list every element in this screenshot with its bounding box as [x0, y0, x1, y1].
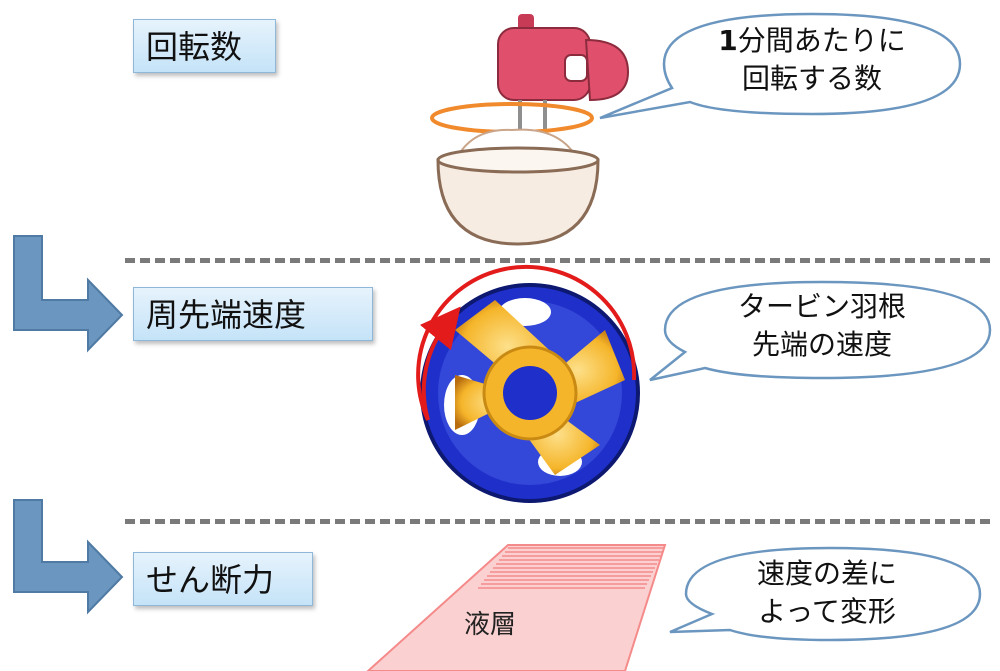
section-divider [125, 519, 990, 524]
bubble-line-1: 分間あたりに [737, 24, 906, 57]
mixing-bowl-icon [436, 128, 600, 246]
label-shear-force: せん断力 [133, 552, 313, 606]
liquid-layer-label: 液層 [463, 610, 516, 640]
down-right-arrow-icon [13, 499, 124, 615]
bubble-shear-force: 速度の差に よって変形 [722, 555, 932, 631]
bubble-line-2: よって変形 [758, 595, 896, 628]
bubble-line-1: タービン羽根 [737, 290, 906, 323]
bubble-line-2: 回転する数 [741, 62, 882, 95]
section-divider [125, 258, 990, 263]
down-right-arrow-icon [13, 235, 124, 353]
turbine-impeller-icon [416, 264, 640, 503]
hand-mixer-icon [497, 14, 630, 148]
bubble-number: 1 [718, 24, 738, 57]
liquid-layer-icon [366, 544, 667, 671]
bubble-rotation-speed: 1分間あたりに 回転する数 [692, 22, 932, 98]
bubble-tip-speed: タービン羽根 先端の速度 [692, 288, 952, 364]
speech-bubble [669, 546, 982, 642]
bubble-line-1: 速度の差に [756, 557, 897, 590]
bubble-line-2: 先端の速度 [751, 328, 892, 361]
label-tip-speed: 周先端速度 [133, 287, 373, 341]
rotation-arrow-icon [430, 102, 594, 134]
speech-bubble [649, 280, 992, 382]
speech-bubble [599, 12, 962, 120]
label-rotation-speed: 回転数 [133, 19, 276, 73]
